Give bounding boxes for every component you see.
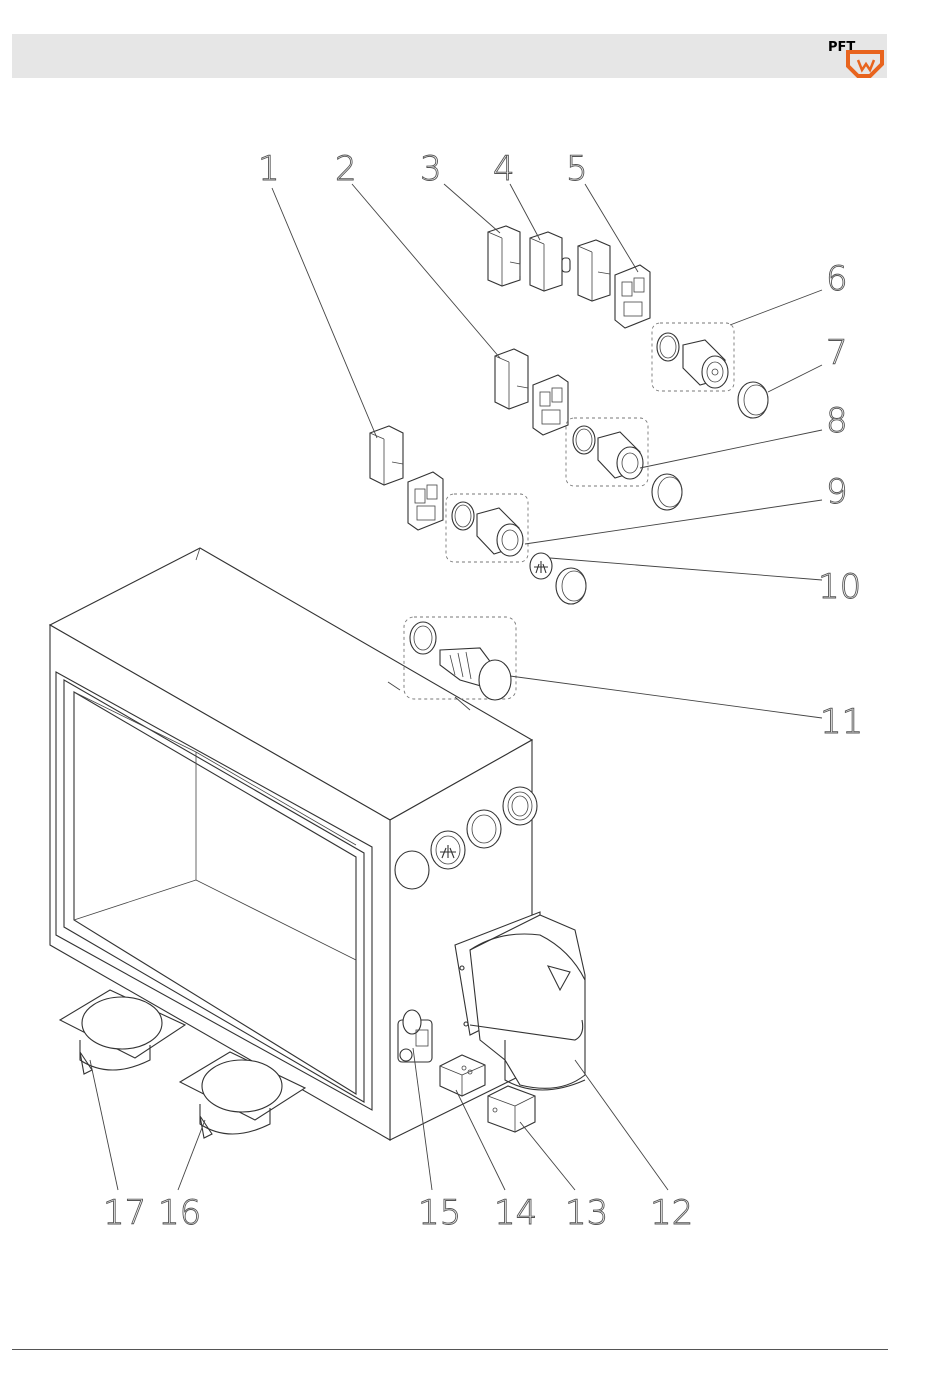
footer-rule [12, 1349, 888, 1350]
part-8-button-cap [652, 474, 682, 510]
callout-10: 10 [818, 567, 861, 607]
callout-7: 7 [826, 333, 848, 373]
callout-14: 14 [494, 1193, 537, 1233]
callout-5: 5 [566, 149, 588, 189]
part-3-contact-block [488, 226, 520, 286]
callout-12: 12 [650, 1193, 693, 1233]
part-13-block [488, 1086, 535, 1132]
part-1-contact-block [370, 426, 403, 485]
callout-6: 6 [826, 259, 848, 299]
callout-17: 17 [103, 1193, 146, 1233]
part-5-mounting-bracket [615, 265, 650, 328]
part-10-symbol-label [530, 553, 552, 579]
part-7-button-cap [738, 382, 768, 418]
callout-9: 9 [826, 472, 848, 512]
callout-15: 15 [418, 1193, 461, 1233]
part-4-contact-block [530, 232, 570, 291]
callout-8: 8 [826, 401, 848, 441]
callout-3: 3 [420, 149, 442, 189]
part-10-button-cap [556, 568, 586, 604]
part-6-button-assembly [652, 323, 734, 391]
callout-16: 16 [158, 1193, 201, 1233]
part-8-button-assembly [566, 418, 648, 486]
part-1-mounting-bracket [408, 472, 443, 530]
part-contact-block [578, 240, 610, 301]
callout-4: 4 [493, 149, 515, 189]
callout-11: 11 [820, 702, 863, 742]
part-9-button-assembly [446, 494, 528, 562]
callout-1: 1 [258, 149, 280, 189]
callout-13: 13 [565, 1193, 608, 1233]
part-2-mounting-bracket [533, 375, 568, 435]
callout-2: 2 [335, 149, 357, 189]
